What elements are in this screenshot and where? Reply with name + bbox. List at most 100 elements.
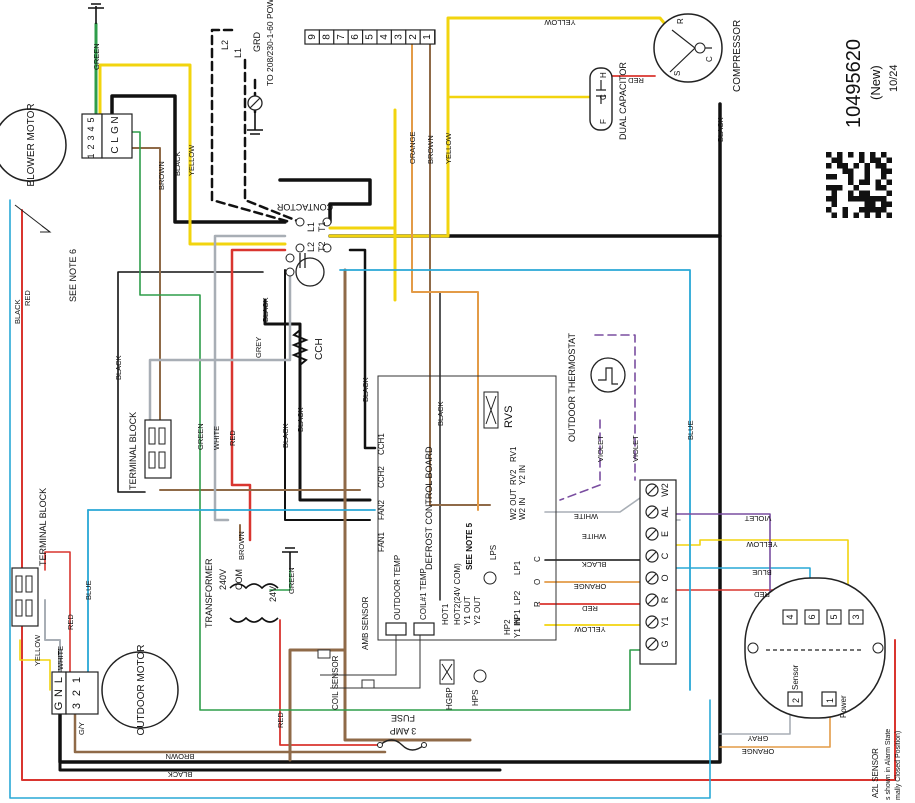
tstat-terminal-e: E — [660, 531, 670, 537]
outdoor-temp-label: OUTDOOR TEMP — [393, 555, 402, 620]
wire-red-3 — [279, 619, 379, 746]
cap-f: F — [599, 119, 608, 124]
cch-label: CCH — [314, 338, 325, 360]
board-c: C — [533, 556, 542, 562]
label-red-2: RED — [228, 430, 237, 446]
board-o: O — [533, 579, 542, 585]
transformer-com: COM — [234, 569, 244, 590]
label-red-6: RED — [754, 590, 770, 599]
comp-c: C — [705, 56, 714, 62]
compressor-label: COMPRESSOR — [732, 20, 743, 92]
fuse-rating: 3 AMP — [390, 726, 417, 736]
part-number: 10495620 — [843, 39, 865, 128]
terminal-block-1-label: TERMINAL BLOCK — [128, 412, 138, 490]
label-violet-3: VIOLET — [744, 514, 771, 523]
label-black-6: BLACK — [296, 407, 305, 432]
amb-sensor-label: AMB SENSOR — [361, 596, 370, 650]
strip-terminal-4: 4 — [379, 34, 390, 40]
comp-r: R — [676, 18, 685, 24]
label-yellow-5: YELLOW — [745, 540, 777, 549]
label-green-top: GREEN — [92, 43, 101, 70]
label-black-11: BLACK — [168, 770, 193, 779]
strip-terminal-5: 5 — [365, 34, 376, 40]
wire-white-motor — [44, 599, 61, 691]
document-id: 10495620 (New) 10/24 — [843, 39, 900, 128]
strip-terminal-1: 1 — [422, 34, 433, 40]
transformer-label: TRANSFORMER — [204, 558, 214, 628]
board-lp1: LP1 — [513, 560, 522, 575]
a2l-terminal-6: 6 — [807, 614, 817, 619]
label-blue-3: BLUE — [84, 580, 93, 600]
wire-red-1 — [230, 248, 287, 542]
label-red-7: RED — [66, 614, 75, 630]
a2l-note: s shown in Alarm State — [885, 729, 892, 800]
strip-terminal-7: 7 — [336, 34, 347, 40]
wire-black-cch1 — [348, 248, 377, 450]
label-grey: GREY — [254, 337, 263, 358]
wire-yellow-comp2 — [328, 16, 672, 238]
label-brown-3: BROWN — [426, 135, 435, 164]
board-cch2: CCH2 — [377, 466, 386, 488]
wire-yellow-blower — [98, 63, 287, 246]
board-hp2: HP2 — [503, 619, 512, 635]
coil-sensor-label: COIL SENSOR — [331, 655, 340, 710]
wire-black-tblock — [117, 271, 264, 493]
blower-tag-N: N — [110, 116, 121, 123]
board-hot1: HOT1 — [441, 603, 450, 625]
a2l-terminal-5: 5 — [829, 614, 839, 619]
label-black-9: BLACK — [716, 117, 725, 142]
a2l-note2: mally Closed Position) — [895, 731, 902, 800]
contactor-t1: T1 — [317, 221, 327, 232]
qr-code-icon — [826, 152, 892, 218]
motor-tag-N: N — [53, 689, 65, 697]
label-green-2: GREEN — [196, 423, 205, 450]
comp-s: S — [673, 71, 682, 76]
contactor-l1: L1 — [306, 222, 316, 232]
label-red-1: RED — [23, 290, 32, 306]
rvs-label: RVS — [503, 406, 515, 428]
tstat-terminal-o: O — [660, 574, 670, 581]
board-r: R — [533, 601, 542, 607]
board-y2in: Y2 IN — [518, 465, 527, 485]
board-cch1: CCH1 — [377, 433, 386, 455]
a2l-sensor-label: A2L SENSOR — [871, 748, 880, 798]
board-w2in: W2 IN — [518, 498, 527, 520]
board-fan1: FAN1 — [377, 531, 386, 552]
label-blue-1: BLUE — [686, 420, 695, 440]
label-blue-2: BLUE — [752, 568, 772, 577]
board-w2out: W2 OUT — [509, 489, 518, 520]
power-supply-label: TO 208/230-1-60 POWER SUPPLY — [265, 0, 275, 86]
label-black-4: BLACK — [261, 297, 270, 322]
contactor: CONTACTOR L1 L2 T1 T2 — [276, 202, 333, 287]
see-note-5: SEE NOTE 5 — [465, 522, 474, 570]
label-red-3: RED — [276, 712, 285, 728]
blower-pin-4: 4 — [86, 126, 96, 131]
wire-yellow-a2l — [659, 539, 849, 603]
wire-orange-strip — [411, 41, 479, 511]
terminal-block-upper: TERMINAL BLOCK — [128, 412, 172, 490]
label-black-2: BLACK — [13, 299, 22, 324]
wire-green-tx — [269, 569, 291, 591]
supply-l2: L2 — [220, 40, 230, 50]
label-black-5: BLACK — [281, 423, 290, 448]
wire-grey — [148, 234, 292, 522]
label-red-4: RED — [628, 76, 644, 85]
a2l-terminal-4: 4 — [785, 614, 795, 619]
defrost-control-board: DEFROST CONTROL BOARD FAN1 FAN2 CCH2 CCH… — [377, 375, 557, 641]
label-black-10: BLACK — [582, 560, 607, 569]
strip-terminal-3: 3 — [393, 34, 404, 40]
board-fan2: FAN2 — [377, 499, 386, 520]
label-yellow-1: YELLOW — [187, 144, 196, 176]
strip-terminal-9: 9 — [307, 34, 318, 40]
blower-tag-C: C — [110, 146, 121, 153]
label-white-1: WHITE — [212, 426, 221, 450]
outdoor-thermostat-label: OUTDOOR THERMOSTAT — [567, 333, 577, 443]
board-lp2: LP2 — [513, 590, 522, 605]
label-orange-3: ORANGE — [742, 747, 775, 756]
a2l-terminal-2: 2 — [791, 698, 801, 703]
see-note-6: SEE NOTE 6 — [68, 249, 78, 302]
a2l-terminal-1: 1 — [825, 698, 835, 703]
label-black-8: BLACK — [436, 401, 445, 426]
